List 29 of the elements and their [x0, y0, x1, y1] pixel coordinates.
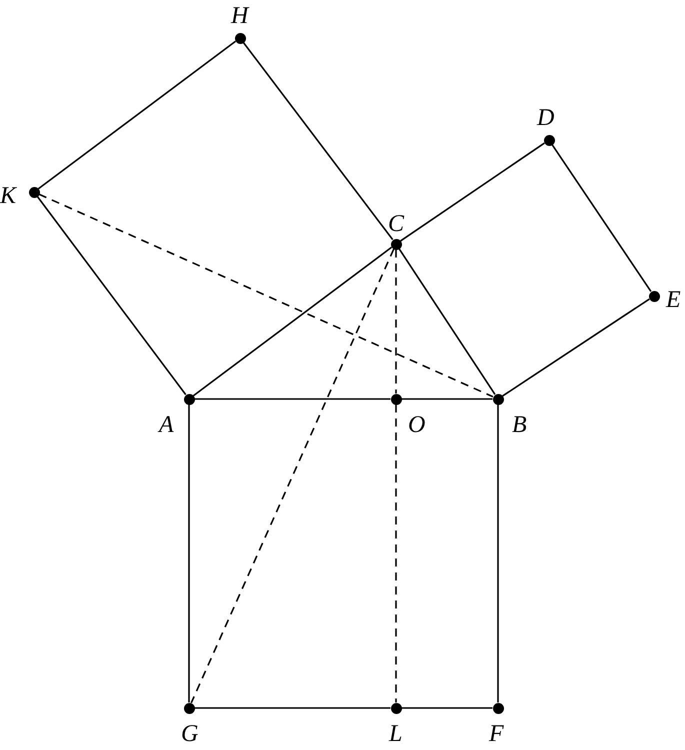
line-segment [194, 398, 390, 400]
dashed-line [38, 194, 494, 398]
line-segment [194, 707, 390, 709]
dashed-line [395, 404, 397, 702]
line-segment [551, 144, 652, 292]
point-label: B [512, 413, 527, 437]
point-label: E [666, 288, 681, 312]
point-label: H [231, 4, 248, 28]
line-segment [188, 404, 190, 702]
line-segment [192, 246, 392, 396]
line-segment [398, 248, 496, 395]
point-label: A [159, 413, 174, 437]
dashed-line [190, 248, 394, 704]
point-label: K [0, 184, 16, 208]
point-label: D [537, 106, 554, 130]
line-segment [400, 142, 545, 242]
line-segment [402, 398, 492, 400]
line-segment [38, 40, 236, 190]
dashed-line [395, 250, 397, 394]
point-label: O [408, 413, 426, 437]
point-label: C [388, 212, 404, 236]
line-segment [36, 196, 186, 396]
line-segment [402, 707, 492, 709]
point-label: F [489, 722, 504, 746]
line-segment [497, 404, 499, 702]
line-segment [242, 42, 394, 240]
line-segment [502, 298, 650, 397]
point-label: L [389, 722, 402, 746]
point-label: G [181, 722, 198, 746]
